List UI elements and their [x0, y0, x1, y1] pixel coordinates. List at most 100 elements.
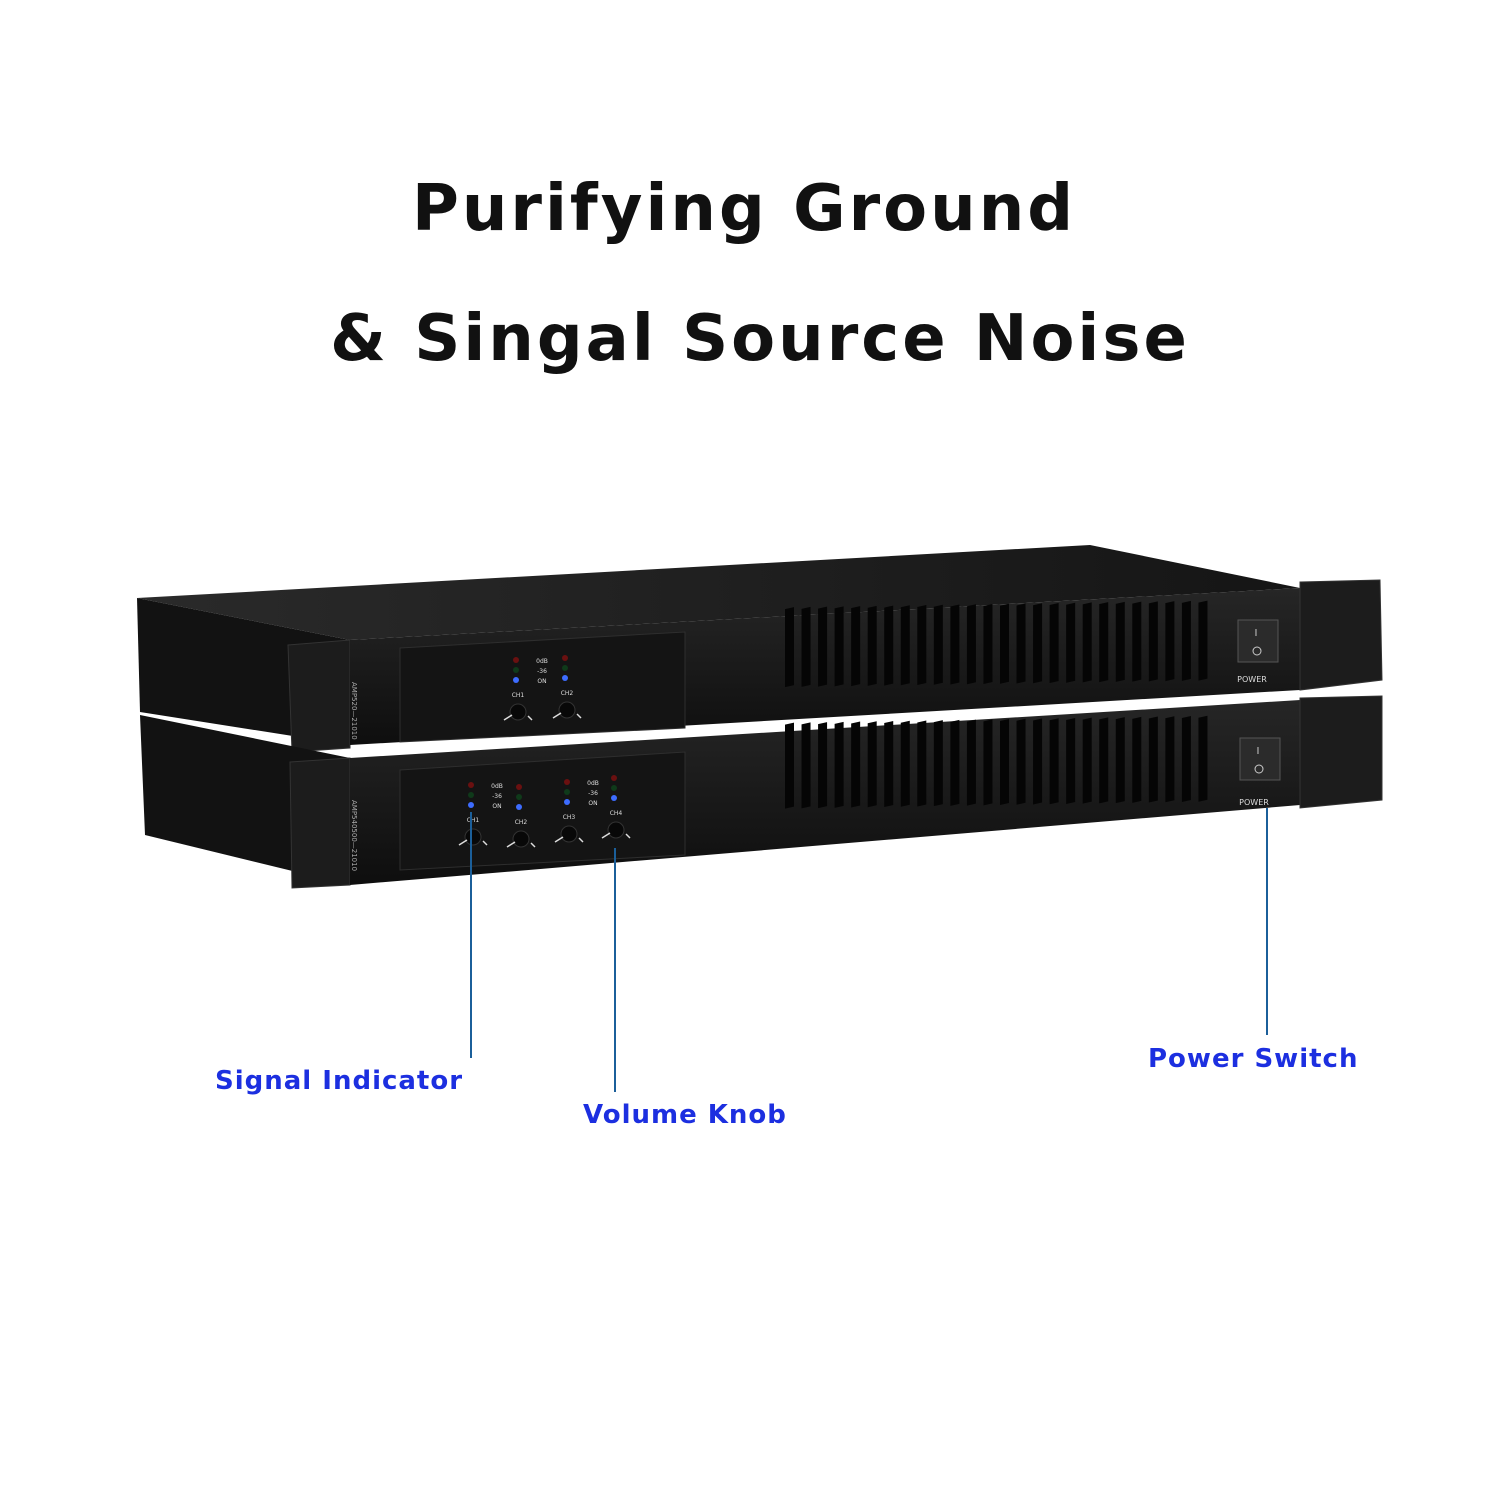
channel-label: CH1: [467, 817, 480, 824]
top-vent-slot: [1115, 601, 1125, 682]
bottom-vent-slot: [1148, 716, 1158, 803]
bottom-vent-slot: [801, 722, 811, 809]
bottom-vent-slot: [1033, 718, 1043, 805]
top-vent-slot: [1165, 601, 1175, 682]
volume-knob[interactable]: [509, 703, 527, 721]
volume-knob-label: Volume Knob: [583, 1100, 787, 1130]
bottom-vent-slot: [1066, 717, 1076, 804]
top-vent-slot: [1033, 603, 1043, 684]
on-led-icon: [562, 675, 568, 681]
power-switch-top[interactable]: [1237, 619, 1279, 663]
model-label-bottom: AMP540500—21010: [350, 800, 358, 871]
bottom-vent-slot: [1132, 716, 1142, 803]
top-vent-slot: [1000, 603, 1009, 684]
top-vent-slot: [801, 606, 811, 687]
bottom-vent-slot: [900, 720, 910, 807]
top-vent-slot: [933, 604, 943, 685]
bottom-vent-slot: [1016, 718, 1026, 805]
volume-knob[interactable]: [607, 821, 625, 839]
meter-label: ON: [492, 803, 501, 810]
model-label-top: AMP520—21010: [350, 682, 358, 740]
on-led-icon: [468, 802, 474, 808]
top-unit-lid: [137, 545, 1300, 640]
volume-knob[interactable]: [464, 828, 482, 846]
bottom-vent-slot: [1181, 715, 1191, 802]
bottom-unit-front-panel: [399, 751, 686, 871]
meter-label: 0dB: [587, 780, 599, 787]
top-vent-slot: [966, 604, 976, 685]
top-vent-slot: [950, 604, 960, 685]
heading-line-1: Purifying Ground: [411, 172, 1077, 246]
bottom-vent-slot: [818, 722, 828, 809]
volume-knob[interactable]: [512, 830, 530, 848]
meter-label: 0dB: [536, 658, 548, 665]
bottom-unit-ear-left: [289, 757, 351, 889]
power-label-bottom: POWER: [1239, 798, 1269, 807]
on-led-icon: [611, 795, 617, 801]
top-vent-slot: [834, 606, 844, 687]
meter-label: ON: [537, 678, 546, 685]
signal-led-icon: [564, 789, 570, 795]
on-led-icon: [564, 799, 570, 805]
signal-led-icon: [468, 792, 474, 798]
signal-led-icon: [513, 667, 519, 673]
top-vent-slot: [1132, 601, 1142, 682]
signal-led-icon: [562, 665, 568, 671]
bottom-vent-slot: [950, 719, 960, 806]
bottom-vent-slot: [785, 722, 794, 809]
clip-led-icon: [513, 657, 519, 663]
bottom-amplifier-unit: I POWER AMP540500—21010 CH10dB-36ONCH2CH…: [140, 695, 1383, 889]
top-vent-slot: [1049, 602, 1059, 683]
top-unit-ear-left: [287, 639, 351, 753]
top-unit-ear-right: [1299, 579, 1383, 691]
clip-led-icon: [564, 779, 570, 785]
top-vent-slot: [1181, 600, 1191, 681]
bottom-unit-ear-right: [1299, 695, 1383, 809]
bottom-vent-slot: [867, 721, 877, 808]
volume-knob[interactable]: [558, 701, 576, 719]
bottom-vent-slot: [966, 719, 976, 806]
top-vent-slot: [1198, 600, 1208, 681]
meter-label: -36: [492, 793, 502, 800]
clip-led-icon: [562, 655, 568, 661]
bottom-vent-slot: [917, 720, 927, 807]
bottom-vent-slot: [933, 720, 943, 807]
bottom-vent-slot: [1000, 719, 1009, 806]
top-vent-slot: [1066, 602, 1076, 683]
signal-led-icon: [516, 794, 522, 800]
power-switch-label: Power Switch: [1148, 1044, 1359, 1074]
bottom-vent-slot: [851, 721, 861, 808]
top-vent-slot: [917, 605, 927, 686]
channel-label: CH2: [515, 819, 528, 826]
top-vent-slot: [1016, 603, 1026, 684]
signal-led-icon: [611, 785, 617, 791]
bottom-vent-slot: [884, 721, 894, 808]
top-vent-slot: [884, 605, 894, 686]
bottom-vent-slot: [1049, 718, 1059, 805]
bottom-vent-slot: [1082, 717, 1092, 804]
signal-indicator-label: Signal Indicator: [215, 1066, 464, 1096]
channel-label: CH4: [610, 810, 623, 817]
bottom-vent-slot: [1198, 715, 1208, 802]
top-vent-slot: [1148, 601, 1158, 682]
top-vent-slot: [851, 606, 861, 687]
channel-label: CH3: [563, 814, 576, 821]
clip-led-icon: [611, 775, 617, 781]
channel-label: CH2: [561, 690, 574, 697]
heading-line-2: & Singal Source Noise: [330, 302, 1190, 376]
volume-knob[interactable]: [560, 825, 578, 843]
top-vent-slot: [1099, 602, 1109, 683]
bottom-vent-slot: [983, 719, 993, 806]
power-switch-bottom[interactable]: [1239, 737, 1281, 781]
clip-led-icon: [516, 784, 522, 790]
top-vent-slot: [900, 605, 910, 686]
top-unit-front-panel: [399, 631, 686, 743]
meter-label: ON: [588, 800, 597, 807]
bottom-vent-slot: [1099, 717, 1109, 804]
on-led-icon: [516, 804, 522, 810]
meter-label: -36: [537, 668, 547, 675]
top-vent-slot: [818, 606, 828, 687]
meter-label: -36: [588, 790, 598, 797]
channel-label: CH1: [512, 692, 525, 699]
